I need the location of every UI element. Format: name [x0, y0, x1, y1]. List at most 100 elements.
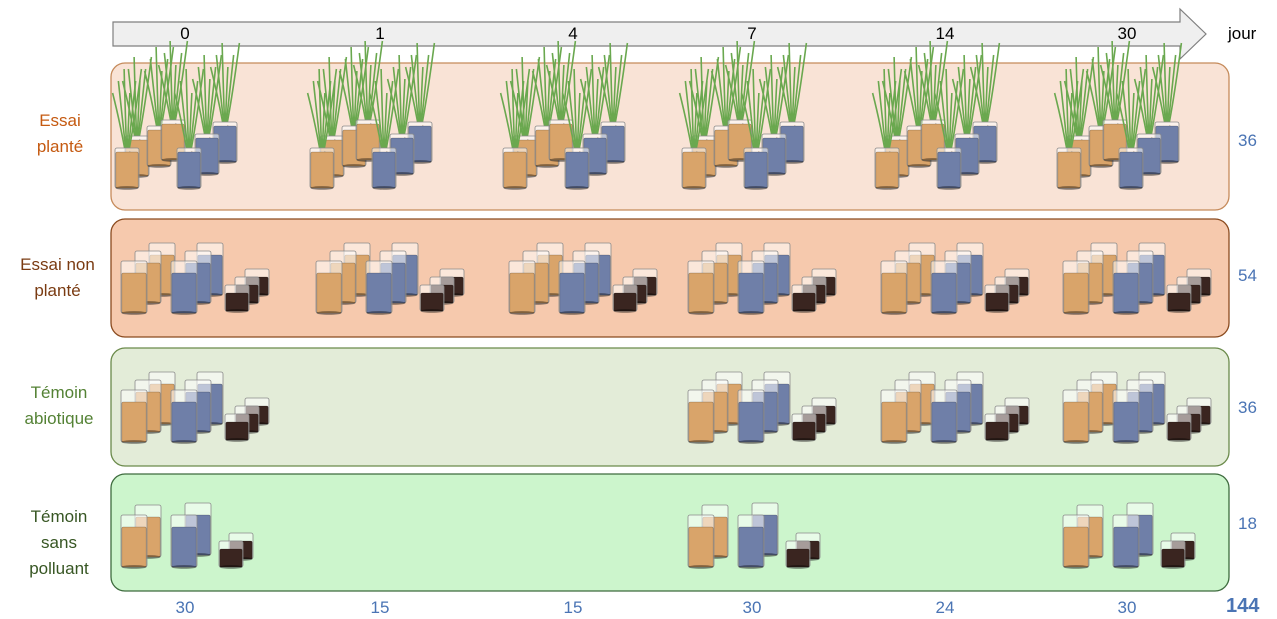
- jar: [1056, 147, 1082, 190]
- sample-group: [687, 371, 837, 444]
- plant: [499, 68, 531, 170]
- row-label-line: Témoin: [30, 507, 88, 526]
- jar: [743, 147, 769, 190]
- plant: [1133, 54, 1165, 156]
- jar: [170, 389, 198, 444]
- sample-group: [315, 242, 465, 315]
- jar: [930, 260, 958, 315]
- jar: [502, 147, 528, 190]
- jar: [224, 413, 250, 442]
- jar: [419, 284, 445, 313]
- row-label-line: Témoin: [30, 383, 88, 402]
- jar: [365, 260, 393, 315]
- plant: [111, 68, 143, 170]
- treatment-row: [110, 347, 1230, 467]
- row-count-temoin-abiotique: 36: [1238, 398, 1257, 417]
- row-label-line: Essai non: [20, 255, 95, 274]
- jar: [371, 147, 397, 190]
- sample-group: [120, 242, 270, 315]
- jar: [737, 260, 765, 315]
- treatment-row-panel: [110, 218, 1230, 338]
- row-count-essai-plante: 36: [1238, 131, 1257, 150]
- row-label-line: planté: [36, 137, 84, 156]
- jar: [120, 389, 148, 444]
- sample-group: [120, 371, 270, 444]
- jar: [114, 147, 140, 190]
- jar: [1112, 389, 1140, 444]
- row-label-line: abiotique: [24, 409, 94, 428]
- sample-group: [678, 40, 808, 190]
- plant: [509, 56, 541, 158]
- jar: [880, 260, 908, 315]
- row-label-line: sans: [41, 533, 77, 552]
- jar: [791, 413, 817, 442]
- sample-group: [120, 502, 254, 569]
- jar: [880, 389, 908, 444]
- jar: [687, 389, 715, 444]
- treatment-row: [110, 473, 1230, 592]
- jar: [984, 284, 1010, 313]
- sample-group: [508, 242, 658, 315]
- timeline-unit-label: jour: [1228, 24, 1257, 43]
- row-label-temoin-abiotique: Témoin abiotique: [8, 380, 110, 432]
- column-total: 30: [1117, 598, 1137, 617]
- timeline-arrow: [112, 7, 1207, 61]
- jar: [1062, 514, 1090, 569]
- jar: [564, 147, 590, 190]
- plant: [561, 68, 593, 170]
- column-total: 24: [935, 598, 955, 617]
- sample-group: [1062, 242, 1212, 315]
- column-total: 30: [175, 598, 195, 617]
- column-total: 30: [742, 598, 762, 617]
- jar: [737, 514, 765, 569]
- plant: [1115, 68, 1147, 170]
- row-count-temoin-sans-polluant: 18: [1238, 514, 1257, 533]
- jar: [737, 389, 765, 444]
- sample-group: [871, 40, 1001, 190]
- plant: [306, 68, 338, 170]
- jar: [309, 147, 335, 190]
- sample-group: [687, 502, 821, 569]
- jar: [224, 284, 250, 313]
- plant: [597, 42, 629, 144]
- column-total: 15: [563, 598, 583, 617]
- sample-group: [1053, 40, 1183, 190]
- timeline-day-label: 0: [180, 24, 190, 43]
- sample-group: [1062, 502, 1196, 569]
- sample-group: [880, 371, 1030, 444]
- row-label-temoin-sans-polluant: Témoin sans polluant: [8, 504, 110, 582]
- jar: [170, 514, 198, 569]
- row-label-line: Essai: [39, 111, 81, 130]
- jar: [1160, 540, 1186, 569]
- jar: [1166, 284, 1192, 313]
- plant: [740, 68, 772, 170]
- treatment-row: [110, 40, 1230, 211]
- sample-group: [499, 40, 629, 190]
- timeline-day-label: 1: [375, 24, 385, 43]
- timeline-day-label: 14: [935, 24, 955, 43]
- timeline-day-label: 4: [568, 24, 578, 43]
- jar: [687, 260, 715, 315]
- jar: [508, 260, 536, 315]
- column-total: 15: [370, 598, 390, 617]
- plant: [157, 40, 189, 142]
- row-count-essai-non-plante: 54: [1238, 266, 1257, 285]
- row-label-line: polluant: [29, 559, 89, 578]
- plant: [1053, 68, 1085, 170]
- plant: [933, 68, 965, 170]
- row-label-essai-non-plante: Essai non planté: [5, 252, 110, 304]
- jar: [558, 260, 586, 315]
- jar: [176, 147, 202, 190]
- jar: [1118, 147, 1144, 190]
- grand-total: 144: [1226, 595, 1260, 617]
- jar: [1112, 260, 1140, 315]
- jar: [218, 540, 244, 569]
- jar: [681, 147, 707, 190]
- jar: [1112, 514, 1140, 569]
- jar: [315, 260, 343, 315]
- sample-group: [687, 242, 837, 315]
- jar: [612, 284, 638, 313]
- treatment-row: [110, 218, 1230, 338]
